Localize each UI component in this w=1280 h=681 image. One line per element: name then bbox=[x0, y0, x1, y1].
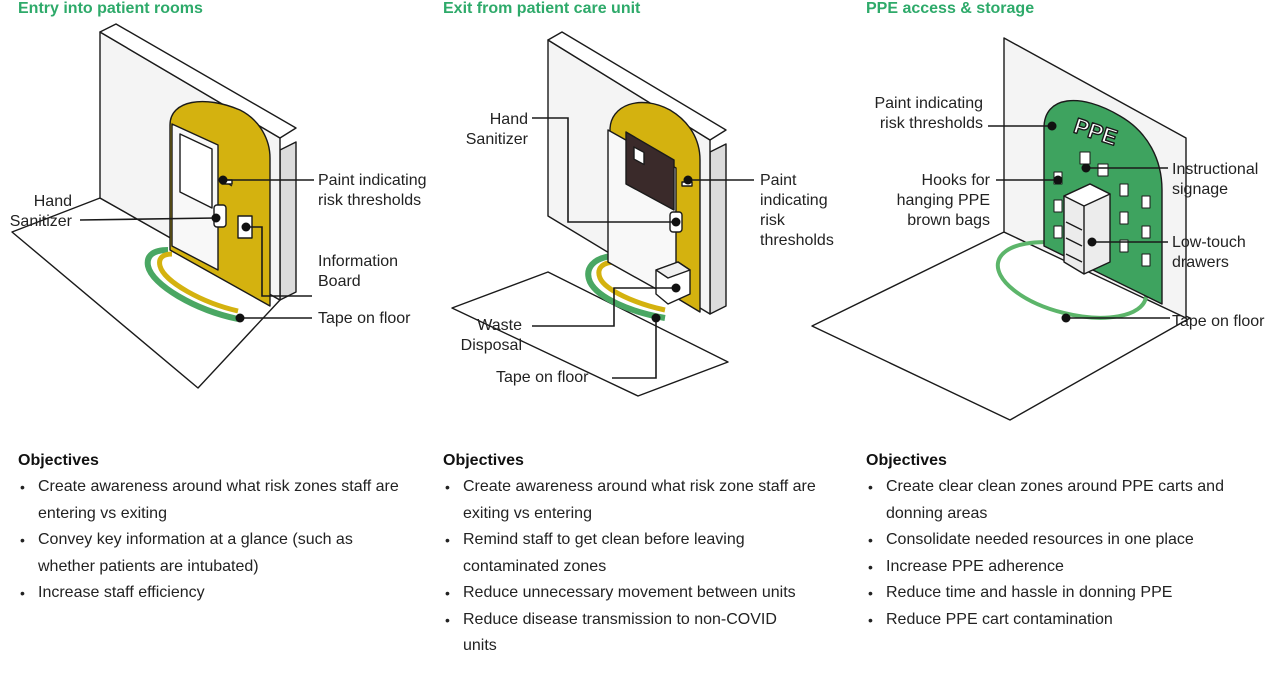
section-title-exit: Exit from patient care unit bbox=[443, 0, 641, 17]
objectives-ppe: Objectives Create clear clean zones arou… bbox=[866, 452, 1256, 633]
floor-tape bbox=[585, 253, 666, 321]
objectives-exit: Objectives Create awareness around what … bbox=[443, 452, 833, 660]
objective-item: Create clear clean zones around PPE cart… bbox=[866, 474, 1266, 527]
entry-scene bbox=[11, 23, 297, 389]
label-tape-ppe: Tape on floor bbox=[1172, 313, 1265, 330]
objectives-list: Create clear clean zones around PPE cart… bbox=[866, 474, 1256, 633]
label-paint-exit: Paint indicating risk thresholds bbox=[760, 172, 834, 249]
label-waste-disposal: Waste Disposal bbox=[460, 317, 522, 354]
floor bbox=[451, 271, 729, 397]
label-information-board: Information Board bbox=[318, 253, 399, 290]
illustrations: PPE bbox=[11, 23, 1191, 421]
objective-item: Increase staff efficiency bbox=[18, 580, 408, 607]
objective-item: Reduce unnecessary movement between unit… bbox=[443, 580, 833, 607]
label-hand-sanitizer-exit: Hand Sanitizer bbox=[465, 111, 528, 148]
floor bbox=[811, 231, 1191, 421]
objective-item: Reduce time and hassle in donning PPE bbox=[866, 580, 1266, 607]
objectives-heading: Objectives bbox=[18, 452, 99, 469]
objective-item: Increase PPE adherence bbox=[866, 554, 1266, 581]
objective-item: Convey key information at a glance (such… bbox=[18, 527, 408, 580]
section-title-ppe: PPE access & storage bbox=[866, 0, 1035, 17]
objective-item: Create awareness around what risk zone s… bbox=[443, 474, 833, 527]
section-title-entry: Entry into patient rooms bbox=[18, 0, 203, 17]
label-hand-sanitizer-entry: Hand Sanitizer bbox=[9, 193, 72, 230]
objectives-heading: Objectives bbox=[443, 452, 524, 469]
label-paint-ppe: Paint indicating risk thresholds bbox=[874, 95, 983, 132]
objective-item: Reduce disease transmission to non-COVID… bbox=[443, 607, 803, 660]
label-hooks: Hooks for hanging PPE brown bags bbox=[896, 172, 990, 229]
objectives-heading: Objectives bbox=[866, 452, 947, 469]
wall-side bbox=[709, 143, 727, 315]
label-instructional-signage: Instructional signage bbox=[1172, 161, 1259, 198]
exit-scene bbox=[451, 31, 729, 397]
label-low-touch-drawers: Low-touch drawers bbox=[1172, 234, 1246, 271]
objectives-list: Create awareness around what risk zone s… bbox=[443, 474, 833, 660]
label-tape-exit: Tape on floor bbox=[496, 369, 589, 386]
objective-item: Create awareness around what risk zones … bbox=[18, 474, 408, 527]
objectives-entry: Objectives Create awareness around what … bbox=[18, 452, 408, 607]
label-tape-entry: Tape on floor bbox=[318, 310, 411, 327]
objective-item: Remind staff to get clean before leaving… bbox=[443, 527, 833, 580]
wall-side bbox=[279, 141, 297, 301]
objectives-list: Create awareness around what risk zones … bbox=[18, 474, 408, 607]
ppe-scene: PPE bbox=[811, 37, 1191, 421]
door-window bbox=[179, 133, 213, 209]
label-paint-entry: Paint indicating risk thresholds bbox=[318, 172, 427, 209]
floor-tape bbox=[144, 247, 239, 322]
objective-item: Reduce PPE cart contamination bbox=[866, 607, 1266, 634]
objective-item: Consolidate needed resources in one plac… bbox=[866, 527, 1231, 554]
